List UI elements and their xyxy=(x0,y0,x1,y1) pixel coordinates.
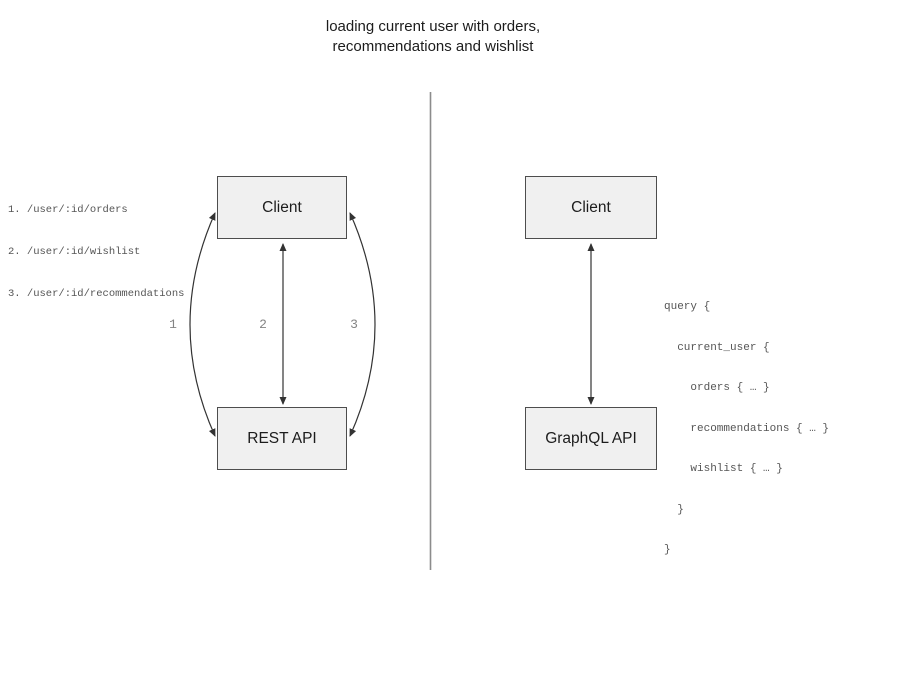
diagram-title: loading current user with orders, recomm… xyxy=(233,17,633,57)
rest-endpoint-orders: 1. /user/:id/orders xyxy=(8,204,128,216)
rest-arrow-1-curve xyxy=(189,212,216,437)
rest-endpoint-recommendations: 3. /user/:id/recommendations xyxy=(8,288,185,300)
graphql-query-line: recommendations { … } xyxy=(664,422,830,435)
graphql-query-snippet: query { current_user { orders { … } reco… xyxy=(664,274,829,585)
graphql-query-line: } xyxy=(664,503,684,516)
rest-endpoint-wishlist: 2. /user/:id/wishlist xyxy=(8,246,141,258)
rest-client-label: Client xyxy=(262,198,302,216)
graphql-query-line: query { xyxy=(664,301,711,313)
graphql-api-box: GraphQL API xyxy=(525,407,657,470)
rest-api-box: REST API xyxy=(217,407,347,470)
diagram-title-line2: recommendations and wishlist xyxy=(332,38,534,55)
graphql-query-line: wishlist { … } xyxy=(664,463,783,475)
rest-endpoint-list: 1. /user/:id/orders 2. /user/:id/wishlis… xyxy=(8,175,184,329)
rest-api-label: REST API xyxy=(247,429,317,447)
graphql-query-line: current_user { xyxy=(664,341,770,354)
graphql-client-label: Client xyxy=(571,198,611,216)
diagram-title-line1: loading current user with orders, xyxy=(325,18,541,35)
graphql-api-label: GraphQL API xyxy=(545,429,637,447)
rest-arrow-3-label: 3 xyxy=(350,317,358,332)
rest-arrow-2-label: 2 xyxy=(259,317,267,332)
rest-arrow-3-curve xyxy=(349,212,376,437)
graphql-query-line: } xyxy=(664,544,671,556)
graphql-query-line: orders { … } xyxy=(664,382,770,394)
rest-arrow-1-label: 1 xyxy=(169,317,177,332)
rest-client-box: Client xyxy=(217,176,347,239)
graphql-client-box: Client xyxy=(525,176,657,239)
